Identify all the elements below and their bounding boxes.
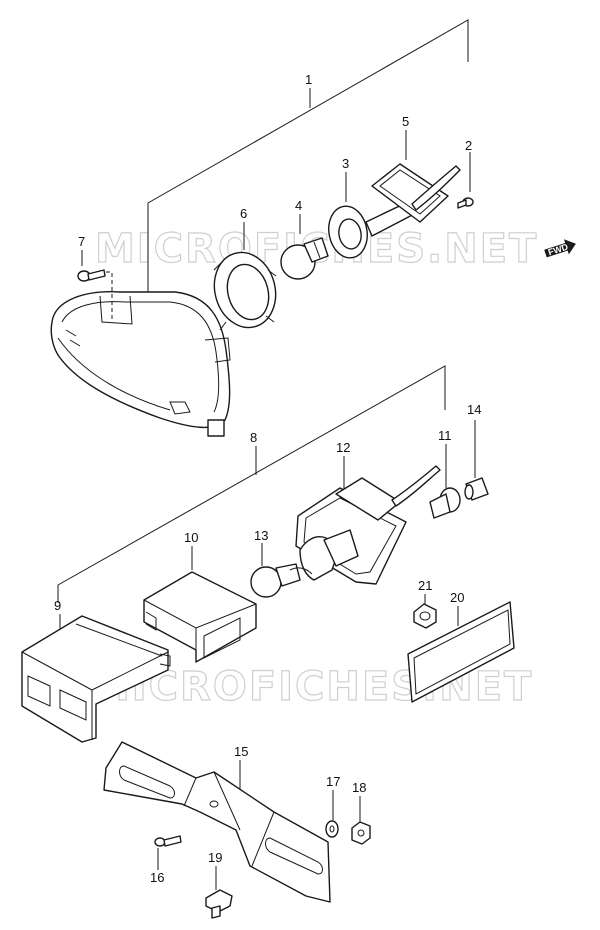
leader-7-dash	[106, 271, 113, 320]
callout-10: 10	[184, 530, 198, 545]
part-7-screw	[77, 269, 106, 282]
callout-8: 8	[250, 430, 257, 445]
part-10-inner-reflector	[143, 571, 257, 663]
part-12-lamp-base	[289, 465, 441, 585]
callout-1: 1	[305, 72, 312, 87]
part-14-grommet	[464, 477, 489, 501]
callout-13: 13	[254, 528, 268, 543]
part-16-bolt	[154, 835, 182, 847]
part-21-nut	[413, 603, 437, 629]
callout-5: 5	[402, 114, 409, 129]
callout-2: 2	[465, 138, 472, 153]
callout-4: 4	[295, 198, 302, 213]
callout-17: 17	[326, 774, 340, 789]
part-6-socket-ring	[213, 251, 277, 331]
fwd-label: FWD	[547, 241, 570, 257]
callout-12: 12	[336, 440, 350, 455]
callout-20: 20	[450, 590, 464, 605]
callout-15: 15	[234, 744, 248, 759]
part-11-socket	[429, 487, 461, 519]
part-15-bracket	[103, 741, 331, 903]
part-1-lamp-housing	[50, 291, 231, 437]
part-9-outer-lens	[21, 615, 171, 743]
callout-14: 14	[467, 402, 481, 417]
part-17-washer	[325, 820, 339, 838]
part-20-reflector	[407, 601, 515, 703]
part-2-screw	[457, 197, 474, 209]
callout-18: 18	[352, 780, 366, 795]
callout-3: 3	[342, 156, 349, 171]
part-4-bulb	[280, 237, 329, 280]
callout-11: 11	[438, 428, 452, 443]
part-19-clip	[205, 889, 233, 919]
part-18-nut	[351, 821, 371, 845]
part-5-gasket-plate	[371, 163, 461, 223]
callout-7: 7	[78, 234, 85, 249]
leader-1-bracket	[147, 19, 469, 318]
callout-19: 19	[208, 850, 222, 865]
callout-6: 6	[240, 206, 247, 221]
part-13-bulb	[250, 563, 301, 598]
callout-21: 21	[418, 578, 432, 593]
leader-8-bracket	[57, 365, 446, 603]
callout-16: 16	[150, 870, 164, 885]
callout-9: 9	[54, 598, 61, 613]
fwd-arrow-icon: FWD	[544, 239, 576, 257]
